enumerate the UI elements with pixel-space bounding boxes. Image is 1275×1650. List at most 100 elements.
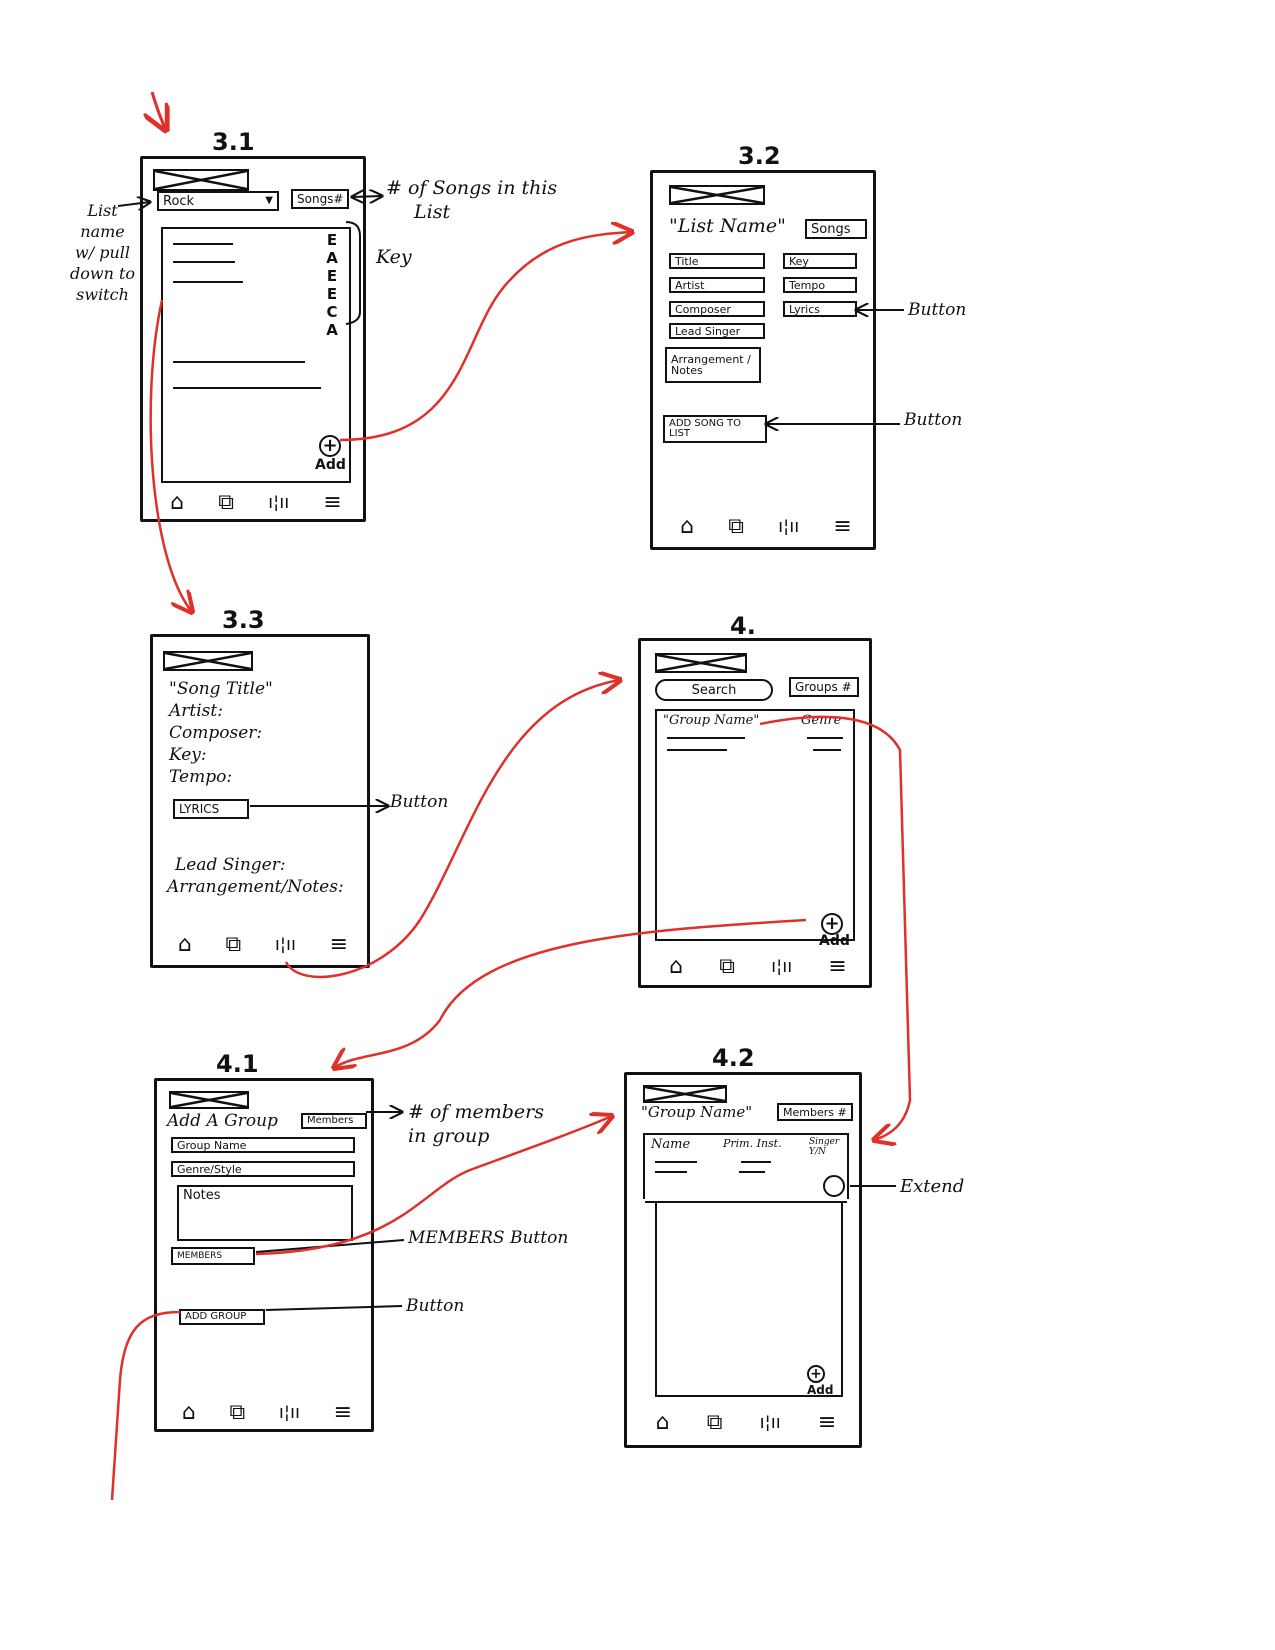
list-item[interactable] xyxy=(173,387,321,389)
key-letter: E xyxy=(326,231,338,249)
home-icon[interactable]: ⌂ xyxy=(181,1400,196,1425)
annotation-line: name xyxy=(80,222,125,241)
add-icon[interactable]: + xyxy=(319,435,341,457)
menu-icon[interactable]: ≡ xyxy=(333,1400,353,1425)
song-list-panel[interactable]: E A E E C A + Add xyxy=(161,227,351,483)
table-row[interactable] xyxy=(667,749,727,751)
list-select[interactable]: Rock ▼ xyxy=(157,191,279,211)
arrangement-notes-line: Arrangement/Notes: xyxy=(167,877,344,897)
menu-icon[interactable]: ≡ xyxy=(329,932,349,957)
member-list-extended[interactable]: + Add xyxy=(655,1201,843,1397)
extend-row-icon[interactable] xyxy=(823,1175,845,1197)
home-icon[interactable]: ⌂ xyxy=(680,514,695,539)
list-select-value: Rock xyxy=(163,193,195,209)
members-count-label: Members xyxy=(307,1115,354,1126)
add-song-to-list-button[interactable]: ADD SONG TO LIST xyxy=(663,415,767,443)
logo-placeholder xyxy=(169,1091,249,1109)
songs-icon[interactable]: ı¦ıı xyxy=(268,492,290,513)
groups-icon[interactable]: ⧉ xyxy=(218,490,234,515)
home-icon[interactable]: ⌂ xyxy=(669,954,684,979)
table-row[interactable] xyxy=(807,737,843,739)
members-button[interactable]: MEMBERS xyxy=(171,1247,255,1265)
songs-icon[interactable]: ı¦ıı xyxy=(778,516,800,537)
groups-count-label: Groups # xyxy=(795,680,852,694)
menu-icon[interactable]: ≡ xyxy=(833,514,852,539)
group-list-panel[interactable]: "Group Name" Genre + Add xyxy=(655,709,855,949)
add-group-button[interactable]: ADD GROUP xyxy=(179,1309,265,1325)
groups-icon[interactable]: ⧉ xyxy=(719,954,735,979)
home-icon[interactable]: ⌂ xyxy=(655,1410,670,1435)
lead-singer-field-label: Lead Singer xyxy=(675,324,741,338)
list-item[interactable] xyxy=(173,281,243,283)
composer-field[interactable]: Composer xyxy=(669,301,765,317)
songs-icon[interactable]: ı¦ıı xyxy=(274,934,296,955)
songs-count-box: Songs xyxy=(805,219,867,239)
table-row[interactable] xyxy=(813,749,841,751)
list-item[interactable] xyxy=(173,261,235,263)
key-index[interactable]: E A E E C A xyxy=(325,231,339,339)
home-icon[interactable]: ⌂ xyxy=(177,932,192,957)
key-letter: E xyxy=(326,267,338,285)
bottom-nav: ⌂ ⧉ ı¦ıı ≡ xyxy=(663,513,869,541)
bottom-nav: ⌂ ⧉ ı¦ıı ≡ xyxy=(637,1409,855,1437)
table-row[interactable] xyxy=(667,737,745,739)
menu-icon[interactable]: ≡ xyxy=(828,954,847,979)
table-row[interactable] xyxy=(655,1161,697,1163)
groups-icon[interactable]: ⧉ xyxy=(225,932,242,957)
member-list-panel[interactable]: Name Prim. Inst. Singer Y/N xyxy=(643,1133,849,1199)
song-title-line: "Song Title" xyxy=(169,679,273,699)
songs-icon[interactable]: ı¦ıı xyxy=(771,956,793,977)
logo-placeholder xyxy=(643,1085,727,1103)
table-row[interactable] xyxy=(741,1161,771,1163)
menu-icon[interactable]: ≡ xyxy=(323,490,342,515)
singer-column: Singer Y/N xyxy=(809,1137,840,1157)
lyrics-button[interactable]: LYRICS xyxy=(173,799,249,819)
annotation-line: # of members xyxy=(408,1101,544,1123)
add-icon[interactable]: + xyxy=(807,1365,825,1383)
lyrics-button[interactable]: Lyrics xyxy=(783,301,857,317)
songs-icon[interactable]: ı¦ıı xyxy=(759,1412,781,1433)
annotation-button: Button xyxy=(908,300,967,320)
groups-icon[interactable]: ⧉ xyxy=(229,1400,246,1425)
key-line: Key: xyxy=(169,745,207,765)
key-letter: C xyxy=(326,303,338,321)
artist-field[interactable]: Artist xyxy=(669,277,765,293)
add-label: Add xyxy=(315,457,346,473)
key-field[interactable]: Key xyxy=(783,253,857,269)
primary-instrument-column: Prim. Inst. xyxy=(723,1137,782,1150)
list-item[interactable] xyxy=(173,361,305,363)
annotation-button: Button xyxy=(406,1296,465,1316)
home-icon[interactable]: ⌂ xyxy=(170,490,185,515)
screen-4-1-title: 4.1 xyxy=(216,1050,259,1078)
songs-icon[interactable]: ı¦ıı xyxy=(278,1402,300,1423)
genre-style-input[interactable]: Genre/Style xyxy=(171,1161,355,1177)
title-field[interactable]: Title xyxy=(669,253,765,269)
notes-textarea[interactable]: Notes xyxy=(177,1185,353,1241)
add-icon[interactable]: + xyxy=(821,913,843,935)
annotation-key: Key xyxy=(376,246,412,268)
list-item[interactable] xyxy=(173,243,233,245)
add-group-heading: Add A Group xyxy=(167,1111,278,1131)
tempo-field[interactable]: Tempo xyxy=(783,277,857,293)
arrangement-notes-field[interactable]: Arrangement / Notes xyxy=(665,347,761,383)
lead-singer-field[interactable]: Lead Singer xyxy=(669,323,765,339)
notes-placeholder: Notes xyxy=(183,1188,221,1203)
menu-icon[interactable]: ≡ xyxy=(817,1410,837,1435)
bottom-nav: ⌂ ⧉ ı¦ıı ≡ xyxy=(165,1399,369,1427)
bottom-nav: ⌂ ⧉ ı¦ıı ≡ xyxy=(153,489,359,517)
lyrics-button-label: LYRICS xyxy=(179,802,220,816)
table-row[interactable] xyxy=(739,1171,765,1173)
add-song-to-list-label: ADD SONG TO LIST xyxy=(669,418,742,439)
genre-style-placeholder: Genre/Style xyxy=(177,1162,242,1176)
screen-3-3-title: 3.3 xyxy=(222,606,265,634)
search-input[interactable]: Search xyxy=(655,679,773,701)
table-row[interactable] xyxy=(655,1171,687,1173)
logo-placeholder xyxy=(153,169,249,191)
groups-icon[interactable]: ⧉ xyxy=(706,1410,723,1435)
screen-3-2: "List Name" Songs Title Artist Composer … xyxy=(650,170,876,550)
groups-icon[interactable]: ⧉ xyxy=(728,514,744,539)
group-name-input[interactable]: Group Name xyxy=(171,1137,355,1153)
key-letter: A xyxy=(326,249,338,267)
logo-placeholder xyxy=(655,653,747,673)
list-name-title: "List Name" xyxy=(669,215,786,237)
